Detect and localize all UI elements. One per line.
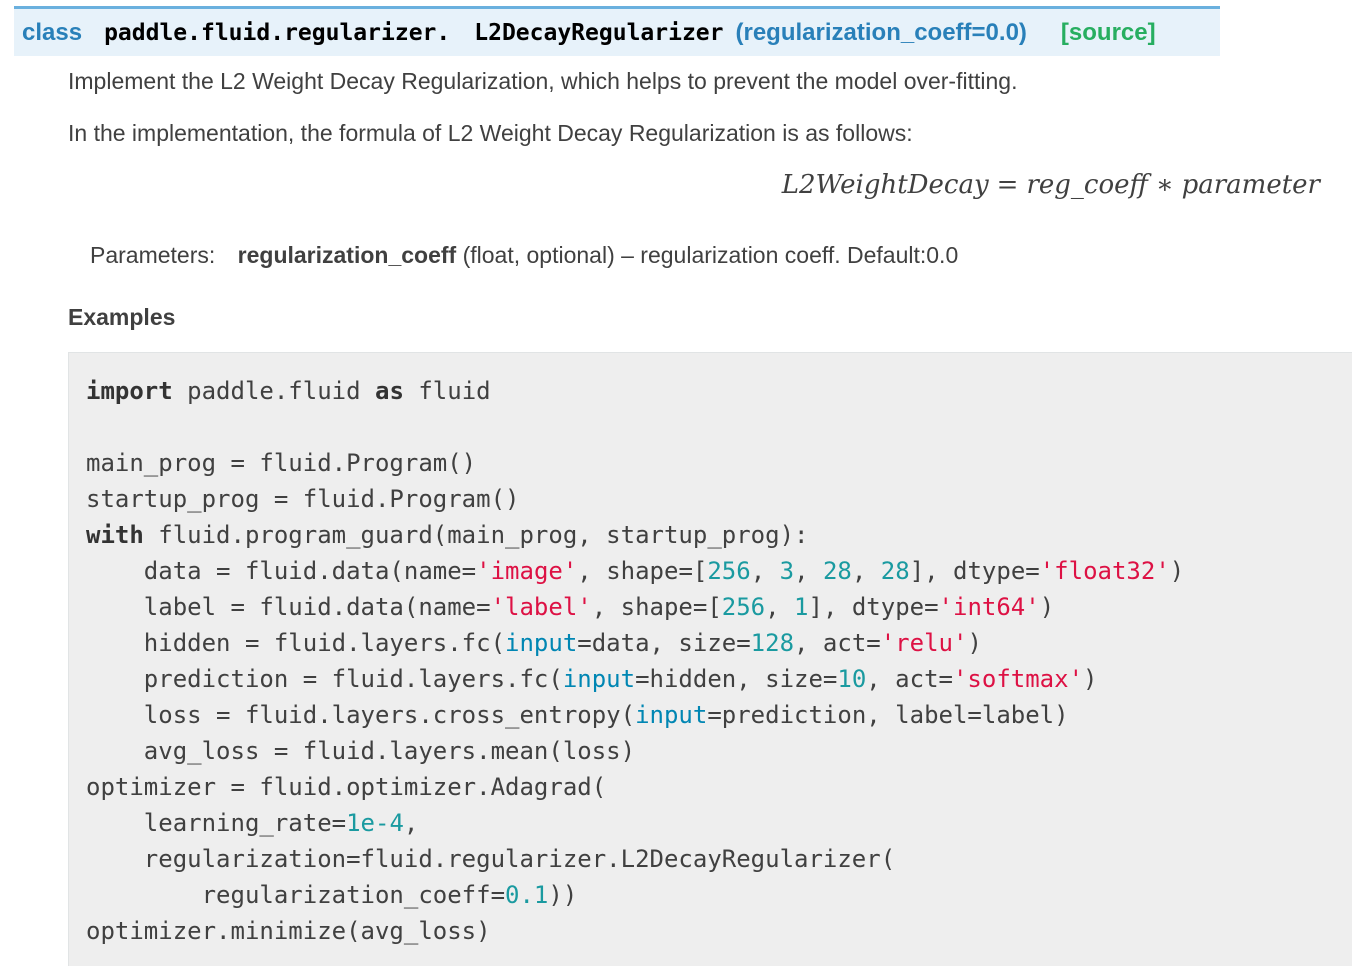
code-token: 3 (779, 557, 795, 585)
code-token: =hidden, size= (635, 665, 838, 693)
code-line: regularization=fluid.regularizer.L2Decay… (86, 841, 1184, 877)
code-token: 'image' (476, 557, 578, 585)
code-line: label = fluid.data(name='label', shape=[… (86, 589, 1184, 625)
code-token: , act= (866, 665, 953, 693)
code-line: main_prog = fluid.Program() (86, 445, 1184, 481)
code-token: prediction = fluid.layers.fc( (86, 665, 563, 693)
code-token: optimizer.minimize(avg_loss) (86, 917, 491, 945)
code-token: 0.1 (505, 881, 549, 909)
code-token: paddle.fluid (172, 377, 375, 405)
code-line: regularization_coeff=0.1)) (86, 877, 1184, 913)
code-token: 'relu' (880, 629, 968, 657)
parameter-description: (float, optional) – regularization coeff… (462, 242, 959, 268)
code-token: 256 (721, 593, 766, 621)
code-token: input (562, 665, 636, 693)
code-token: , (851, 557, 881, 585)
code-token: fluid (403, 377, 491, 405)
code-token: import (86, 377, 173, 405)
code-token: ) (1169, 557, 1185, 585)
code-token: , (765, 593, 795, 621)
module-path: paddle.fluid.regularizer. (104, 19, 451, 46)
code-content: import paddle.fluid as fluid main_prog =… (86, 373, 1184, 949)
code-token: main_prog = fluid.Program() (86, 449, 477, 477)
formula: L2WeightDecay=reg_coeff∗parameter (782, 170, 1320, 200)
code-token: optimizer = fluid.optimizer.Adagrad( (86, 773, 607, 801)
formula-term1: reg_coeff (1026, 170, 1148, 200)
class-signature: class paddle.fluid.regularizer. L2DecayR… (14, 6, 1220, 56)
code-token: 1e-4 (346, 809, 404, 837)
code-token: 'softmax' (952, 665, 1084, 693)
code-token: ], dtype= (808, 593, 939, 621)
code-token: 256 (707, 557, 751, 585)
code-block[interactable]: import paddle.fluid as fluid main_prog =… (68, 352, 1352, 966)
code-token: learning_rate= (86, 809, 347, 837)
code-token: 1 (794, 593, 809, 621)
code-token: , shape=[ (591, 593, 722, 621)
code-token: startup_prog = fluid.Program() (86, 485, 520, 513)
parameters-label: Parameters: (90, 242, 216, 268)
code-token: ], dtype= (909, 557, 1040, 585)
code-token: 128 (750, 629, 795, 657)
code-token: 'float32' (1039, 557, 1170, 585)
code-token: , (750, 557, 780, 585)
code-token: , (403, 809, 419, 837)
formula-lhs: L2WeightDecay (781, 170, 989, 200)
code-line: optimizer.minimize(avg_loss) (86, 913, 1184, 949)
formula-term2: parameter (1181, 170, 1320, 200)
code-token: 'int64' (938, 593, 1040, 621)
parameter-name: regularization_coeff (237, 242, 457, 268)
code-token: regularization_coeff= (86, 881, 506, 909)
source-link[interactable]: [source] (1060, 18, 1156, 46)
code-token: , act= (794, 629, 881, 657)
code-token: hidden = fluid.layers.fc( (86, 629, 506, 657)
code-token: =data, size= (577, 629, 751, 657)
code-token: loss = fluid.layers.cross_entropy( (86, 701, 636, 729)
formula-equals: = (996, 170, 1019, 200)
code-token: with (86, 521, 144, 549)
code-token: ) (1039, 593, 1055, 621)
class-keyword: class (22, 18, 83, 46)
code-line: hidden = fluid.layers.fc(input=data, siz… (86, 625, 1184, 661)
code-line: avg_loss = fluid.layers.mean(loss) (86, 733, 1184, 769)
code-line: learning_rate=1e-4, (86, 805, 1184, 841)
code-token: avg_loss = fluid.layers.mean(loss) (86, 737, 636, 765)
code-line: startup_prog = fluid.Program() (86, 481, 1184, 517)
code-token: )) (548, 881, 578, 909)
code-line: import paddle.fluid as fluid (86, 373, 1184, 409)
formula-multiply: ∗ (1155, 170, 1174, 200)
code-token: 'label' (490, 593, 592, 621)
code-token: as (375, 377, 404, 405)
code-token: input (635, 701, 708, 729)
code-token: , shape=[ (577, 557, 708, 585)
code-token: regularization=fluid.regularizer.L2Decay… (86, 845, 896, 873)
code-line: with fluid.program_guard(main_prog, star… (86, 517, 1184, 553)
code-line: prediction = fluid.layers.fc(input=hidde… (86, 661, 1184, 697)
code-token: data = fluid.data(name= (86, 557, 477, 585)
class-name: L2DecayRegularizer (474, 19, 724, 46)
code-token: 28 (880, 557, 910, 585)
code-token: ) (1083, 665, 1098, 693)
code-line: optimizer = fluid.optimizer.Adagrad( (86, 769, 1184, 805)
code-token: ) (967, 629, 982, 657)
code-token: 10 (837, 665, 867, 693)
code-token: label = fluid.data(name= (86, 593, 491, 621)
signature-params: (regularization_coeff=0.0) (735, 18, 1027, 46)
code-token: , (794, 557, 823, 585)
code-token: =prediction, label=label) (707, 701, 1069, 729)
parameters-row: Parameters: regularization_coeff (float,… (90, 242, 958, 269)
examples-heading: Examples (68, 304, 176, 330)
code-line (86, 409, 1184, 445)
description-text: Implement the L2 Weight Decay Regulariza… (68, 68, 1018, 94)
code-line: data = fluid.data(name='image', shape=[2… (86, 553, 1184, 589)
code-line: loss = fluid.layers.cross_entropy(input=… (86, 697, 1184, 733)
code-token: fluid.program_guard(main_prog, startup_p… (143, 521, 809, 549)
implementation-text: In the implementation, the formula of L2… (68, 120, 913, 146)
code-token: 28 (822, 557, 852, 585)
code-token: input (505, 629, 578, 657)
